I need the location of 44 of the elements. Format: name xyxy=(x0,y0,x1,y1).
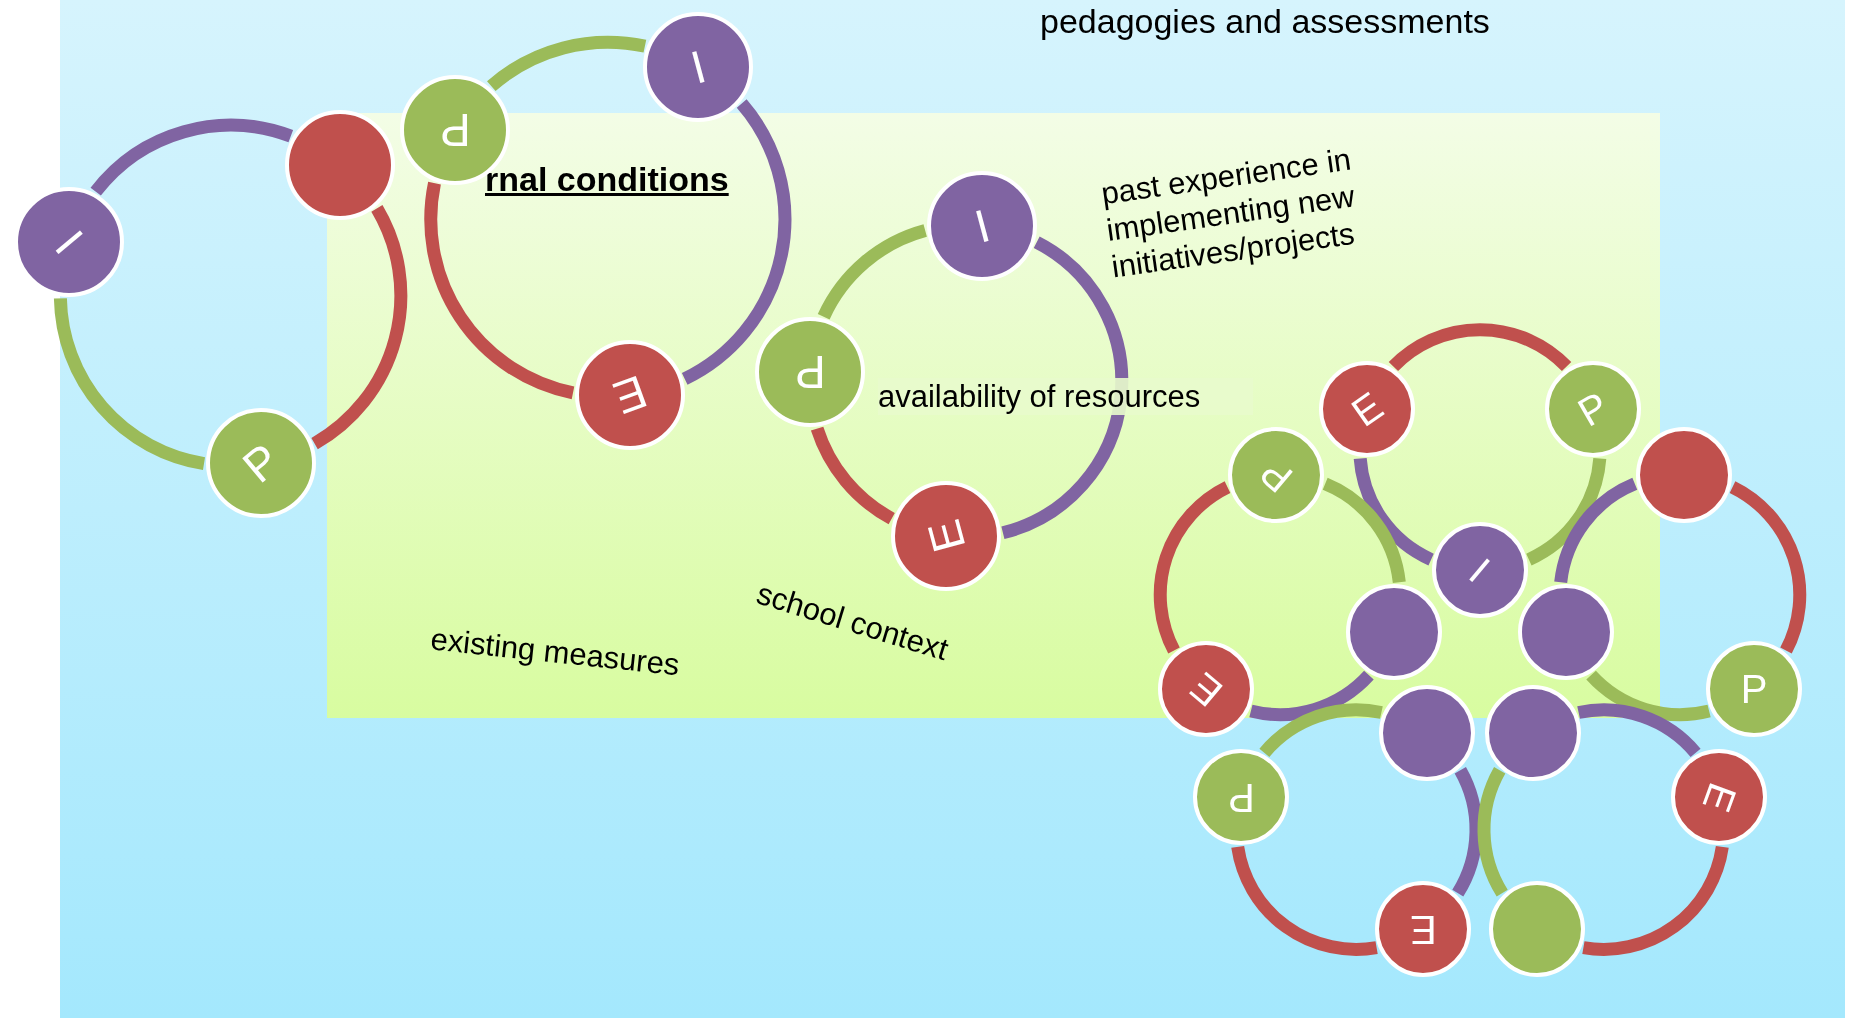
letter-circle: I xyxy=(643,12,753,122)
letter-circle: E xyxy=(1375,881,1471,977)
letter-circle: E xyxy=(1671,749,1767,845)
arc-connector xyxy=(1259,703,1383,758)
panel-title: pedagogies and assessments xyxy=(1040,2,1490,41)
arc-connector xyxy=(1353,457,1435,566)
arc-connector xyxy=(1525,457,1607,566)
arc-connector xyxy=(1577,703,1701,758)
letter-circle: I xyxy=(1432,522,1528,618)
arc-connector xyxy=(1389,323,1571,372)
arc-connector xyxy=(1554,477,1638,584)
letter-circle: P xyxy=(1545,361,1641,457)
label-text: availability of resources xyxy=(878,378,1253,416)
letter-circle: P xyxy=(1228,427,1324,523)
letter-circle: E xyxy=(891,481,1001,591)
letter-circle: E xyxy=(1319,361,1415,457)
panel-title: rnal conditions xyxy=(485,160,729,199)
arc-connector xyxy=(1153,481,1231,654)
arc-connector xyxy=(1452,767,1483,897)
arc-connector xyxy=(1729,481,1807,654)
arc-connector xyxy=(53,297,206,470)
label-text: existing measures xyxy=(428,620,683,685)
arc-connector xyxy=(1249,670,1374,722)
letter-circle: P xyxy=(755,317,865,427)
arc-connector xyxy=(487,35,646,92)
arc-connector xyxy=(1231,845,1378,956)
arc-connector xyxy=(1477,767,1508,897)
arc-connector xyxy=(1000,236,1129,539)
arc-connector xyxy=(424,182,575,400)
letter-circle: I xyxy=(927,171,1037,281)
letter-circle: P xyxy=(1193,749,1289,845)
arc-connector xyxy=(1586,670,1711,722)
arc-connector xyxy=(90,118,293,196)
arc-connector xyxy=(1322,477,1406,584)
letter-circle: E xyxy=(575,340,685,450)
arc-connector xyxy=(817,224,928,320)
arc-connector xyxy=(311,205,408,450)
arc-connector xyxy=(1582,845,1729,956)
letter-circle: P xyxy=(206,408,316,518)
letter-circle: P xyxy=(1706,641,1802,737)
label-text: past experience in implementing new initiatives/projects xyxy=(1099,140,1358,287)
arc-connector xyxy=(681,99,792,385)
background-panel xyxy=(327,113,1660,718)
arc-connector xyxy=(811,426,896,525)
